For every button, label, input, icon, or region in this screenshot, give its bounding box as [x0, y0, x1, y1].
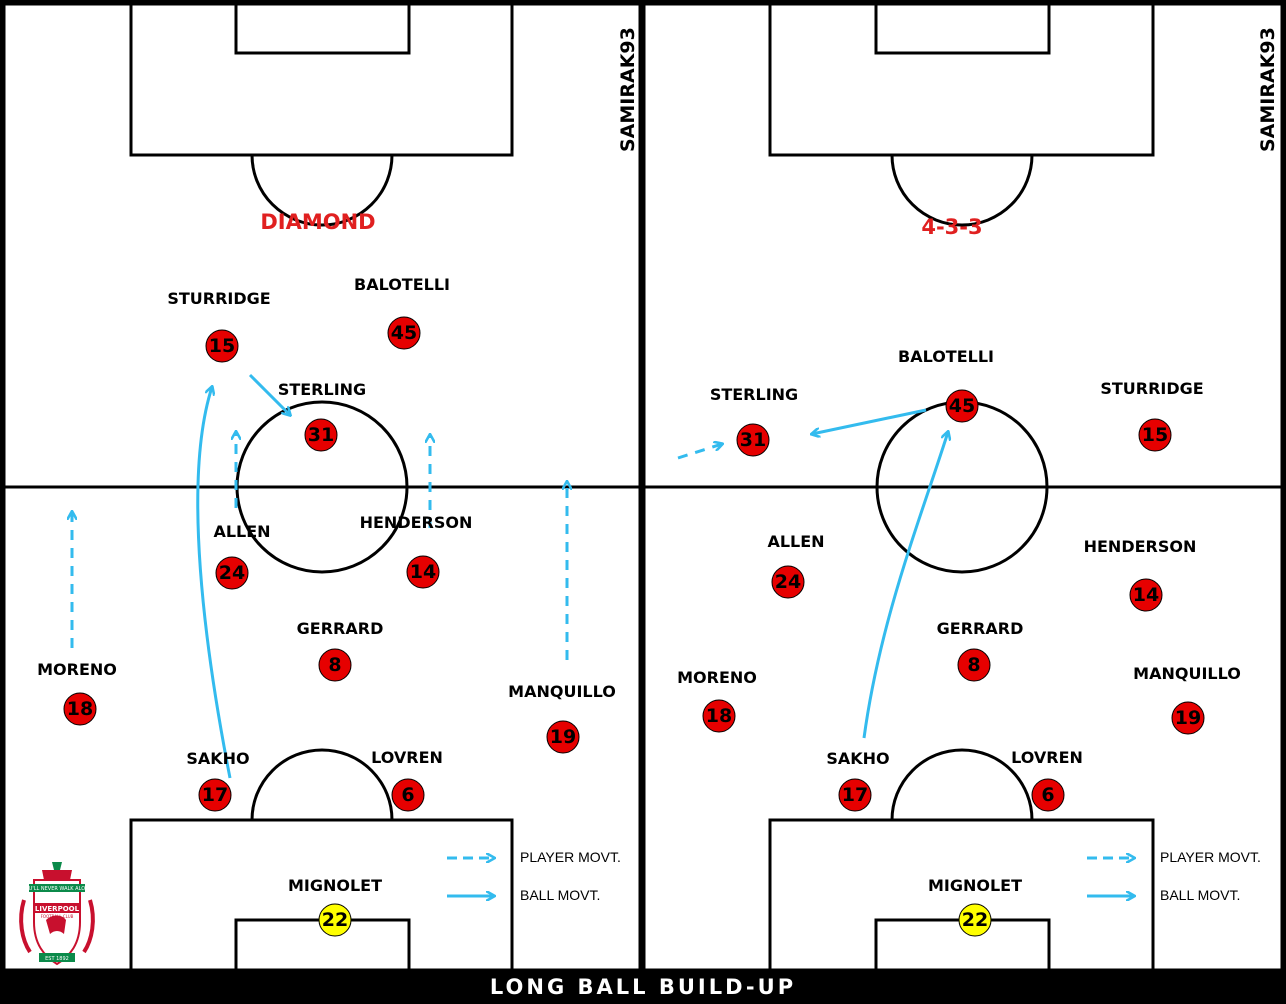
player-name: MANQUILLO	[1133, 664, 1241, 683]
legend-left	[447, 858, 494, 896]
player-marker: 6 LOVREN	[371, 748, 443, 812]
player-name: MIGNOLET	[288, 876, 382, 895]
player-marker: 14 HENDERSON	[1084, 537, 1197, 612]
player-name: HENDERSON	[360, 513, 473, 532]
player-marker: 8 GERRARD	[937, 619, 1024, 682]
player-number: 22	[962, 909, 988, 931]
players-left: 15 STURRIDGE 45 BALOTELLI 31 STERLING 24…	[37, 275, 616, 937]
player-number: 19	[1175, 707, 1201, 729]
legend-ball-movement-left: BALL MOVT.	[520, 887, 600, 903]
player-number: 18	[67, 698, 93, 720]
movement-arrows-left	[72, 373, 567, 779]
player-number: 14	[410, 561, 436, 583]
watermark-right: SAMIRAK93	[1257, 27, 1279, 152]
player-number: 8	[967, 654, 980, 676]
player-number: 45	[391, 322, 417, 344]
watermark-left: SAMIRAK93	[617, 27, 639, 152]
player-number: 24	[219, 562, 245, 584]
player-name: STERLING	[710, 385, 798, 404]
player-name: BALOTELLI	[354, 275, 450, 294]
player-marker: 8 GERRARD	[297, 619, 384, 682]
player-name: GERRARD	[937, 619, 1024, 638]
player-number: 31	[308, 424, 334, 446]
player-name: GERRARD	[297, 619, 384, 638]
player-marker: 18 MORENO	[677, 668, 757, 733]
footer-title: LONG BALL BUILD-UP	[489, 975, 797, 999]
player-number: 22	[322, 909, 348, 931]
pitch-right	[642, 2, 1284, 972]
player-name: LOVREN	[1011, 748, 1083, 767]
player-marker: 24 ALLEN	[767, 532, 825, 599]
pitch-left	[2, 2, 642, 972]
player-number: 14	[1133, 584, 1159, 606]
ball-movement-arrow	[862, 432, 948, 739]
player-name: MANQUILLO	[508, 682, 616, 701]
player-marker: 15 STURRIDGE	[167, 289, 271, 363]
liverpool-crest-logo: YOU'LL NEVER WALK ALONE LIVERPOOL FOOTBA…	[19, 862, 95, 966]
player-number: 19	[550, 726, 576, 748]
player-marker: 45 BALOTELLI	[898, 347, 994, 423]
ball-movement-arrow	[248, 373, 290, 415]
svg-text:FOOTBALL CLUB: FOOTBALL CLUB	[41, 914, 74, 919]
player-name: SAKHO	[186, 749, 249, 768]
player-number: 18	[706, 705, 732, 727]
player-marker: 17 SAKHO	[826, 749, 890, 812]
player-name: ALLEN	[213, 522, 270, 541]
player-marker: 18 MORENO	[37, 660, 117, 726]
formation-title-right: 4-3-3	[921, 215, 982, 239]
player-marker: 15 STURRIDGE	[1100, 379, 1204, 452]
player-marker: 31 STERLING	[710, 385, 798, 457]
svg-text:EST 1892: EST 1892	[45, 956, 69, 962]
player-number: 8	[328, 654, 341, 676]
player-number: 45	[949, 395, 975, 417]
player-number: 31	[740, 429, 766, 451]
legend-ball-movement-right: BALL MOVT.	[1160, 887, 1240, 903]
player-name: STERLING	[278, 380, 366, 399]
svg-text:LIVERPOOL: LIVERPOOL	[35, 905, 80, 913]
legend-player-movement-right: PLAYER MOVT.	[1160, 849, 1261, 865]
player-number: 6	[1041, 784, 1054, 806]
player-name: STURRIDGE	[167, 289, 270, 308]
player-name: HENDERSON	[1084, 537, 1197, 556]
player-name: ALLEN	[767, 532, 824, 551]
player-number: 15	[209, 335, 235, 357]
player-name: MORENO	[37, 660, 117, 679]
goalkeeper-marker: 22 MIGNOLET	[288, 876, 382, 937]
player-name: MORENO	[677, 668, 757, 687]
player-movement-arrow	[677, 444, 722, 460]
player-name: STURRIDGE	[1100, 379, 1203, 398]
player-name: SAKHO	[826, 749, 889, 768]
player-name: BALOTELLI	[898, 347, 994, 366]
player-number: 24	[775, 571, 801, 593]
goalkeeper-marker: 22 MIGNOLET	[928, 876, 1022, 937]
movement-arrows-right	[677, 408, 948, 739]
player-marker: 17 SAKHO	[186, 749, 250, 812]
formation-title-left: DIAMOND	[260, 210, 375, 234]
player-name: MIGNOLET	[928, 876, 1022, 895]
player-marker: 45 BALOTELLI	[354, 275, 450, 350]
player-number: 6	[401, 784, 414, 806]
player-number: 15	[1142, 424, 1168, 446]
player-marker: 24 ALLEN	[213, 522, 271, 590]
player-name: LOVREN	[371, 748, 443, 767]
players-right: 45 BALOTELLI 31 STERLING 15 STURRIDGE 24…	[677, 347, 1241, 937]
player-number: 17	[202, 784, 228, 806]
svg-text:YOU'LL NEVER WALK ALONE: YOU'LL NEVER WALK ALONE	[21, 886, 92, 892]
player-marker: 19 MANQUILLO	[508, 682, 616, 754]
ball-movement-arrow	[812, 408, 927, 434]
player-marker: 6 LOVREN	[1011, 748, 1083, 812]
player-marker: 31 STERLING	[278, 380, 366, 452]
player-marker: 19 MANQUILLO	[1133, 664, 1241, 735]
ball-movement-arrow	[196, 387, 232, 779]
legend-right	[1087, 858, 1134, 896]
legend-player-movement-left: PLAYER MOVT.	[520, 849, 621, 865]
player-marker: 14 HENDERSON	[360, 513, 473, 589]
player-number: 17	[842, 784, 868, 806]
